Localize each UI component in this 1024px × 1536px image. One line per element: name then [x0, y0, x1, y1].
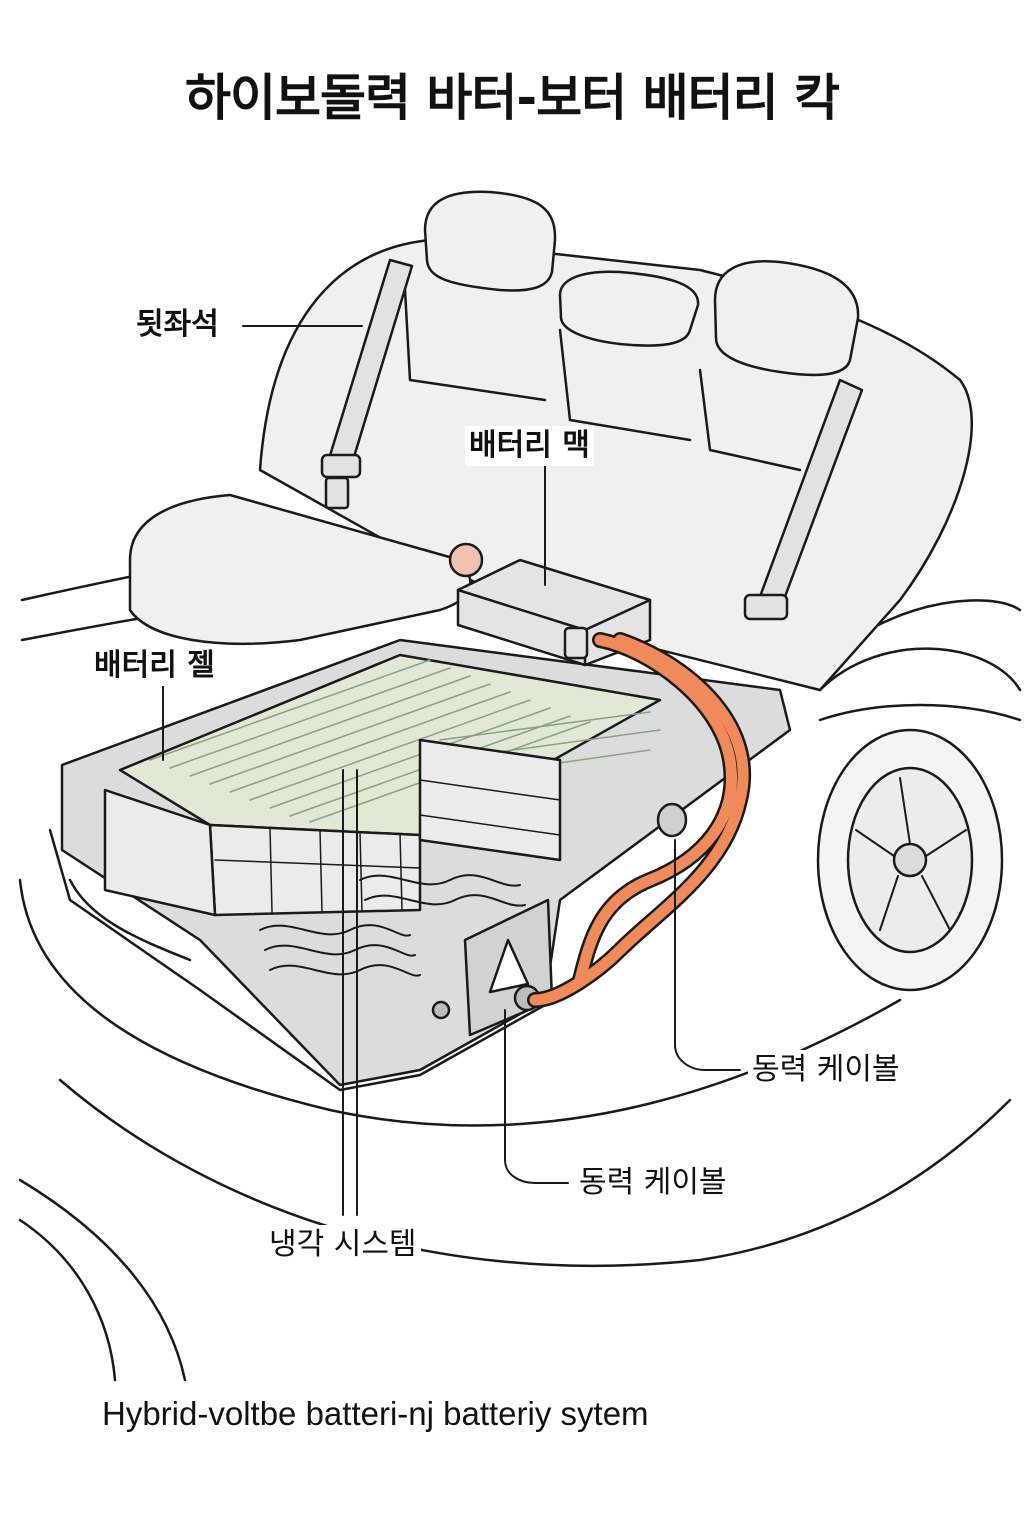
- power-cables-fill: [529, 634, 749, 1006]
- cable-clamp: [656, 802, 688, 838]
- cooling-fins: [259, 874, 526, 977]
- caption: Hybrid-voltbe batteri-nj batteriy sytem: [102, 1395, 649, 1432]
- seatbelt-buckle-red: [448, 542, 484, 578]
- seat-belts: [320, 258, 864, 621]
- label-rear-seat: 됫좌석: [132, 305, 223, 345]
- cell-dividers: [214, 779, 561, 913]
- label-battery-pack: 배터리 맥: [465, 426, 594, 466]
- rear-wheel: [816, 647, 1022, 992]
- label-power-cable-center: 동력 케이볼: [575, 1163, 731, 1203]
- battery-cells-front: [103, 738, 562, 917]
- diagram-title: 하이보돌력 바터-보터 배터리 칵: [185, 69, 840, 127]
- rear-seat: [128, 190, 973, 692]
- label-battery-cell: 배터리 젤: [90, 646, 219, 686]
- label-cooling-system: 냉각 시스템: [265, 1225, 421, 1265]
- label-power-cable-right: 동력 케이볼: [748, 1050, 904, 1090]
- leader-lines: [162, 325, 741, 1216]
